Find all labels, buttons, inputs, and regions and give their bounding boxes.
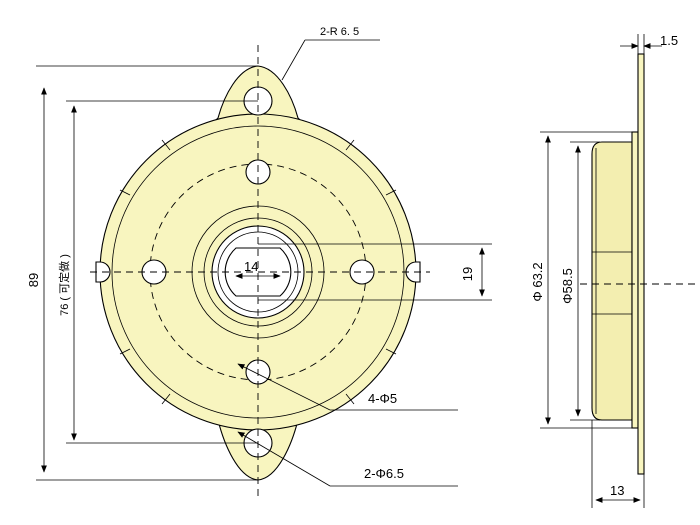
dim-depth-label: 13 (610, 483, 624, 498)
dim-76-label: 76 ( 可定做 ) (57, 254, 71, 316)
small-hole-right (349, 259, 375, 285)
dim-14-label: 14 (244, 259, 258, 274)
side-dimensions: Φ 63.2 Φ58.5 1.5 13 (530, 33, 678, 508)
dim-small-holes-label: 4-Φ5 (368, 391, 397, 406)
dim-thickness-label: 1.5 (660, 33, 678, 48)
right-notch (405, 261, 421, 283)
dim-radius-label: 2-R 6. 5 (320, 26, 359, 38)
dim-19-label: 19 (460, 267, 475, 281)
dim-mount-holes-label: 2-Φ6.5 (364, 466, 404, 481)
dim-89-label: 89 (26, 273, 41, 287)
front-dimensions: 89 76 ( 可定做 ) 2-R 6. 5 14 19 4-Φ5 2-Φ6.5 (26, 26, 492, 487)
rim-ticks (119, 139, 397, 405)
front-view (90, 45, 430, 500)
side-body (591, 141, 633, 421)
side-view (580, 53, 700, 475)
side-flange (631, 131, 639, 429)
side-ear (637, 53, 645, 475)
dim-outer-diameter-label: Φ 63.2 (530, 262, 545, 301)
dim-inner-diameter-label: Φ58.5 (560, 268, 575, 304)
